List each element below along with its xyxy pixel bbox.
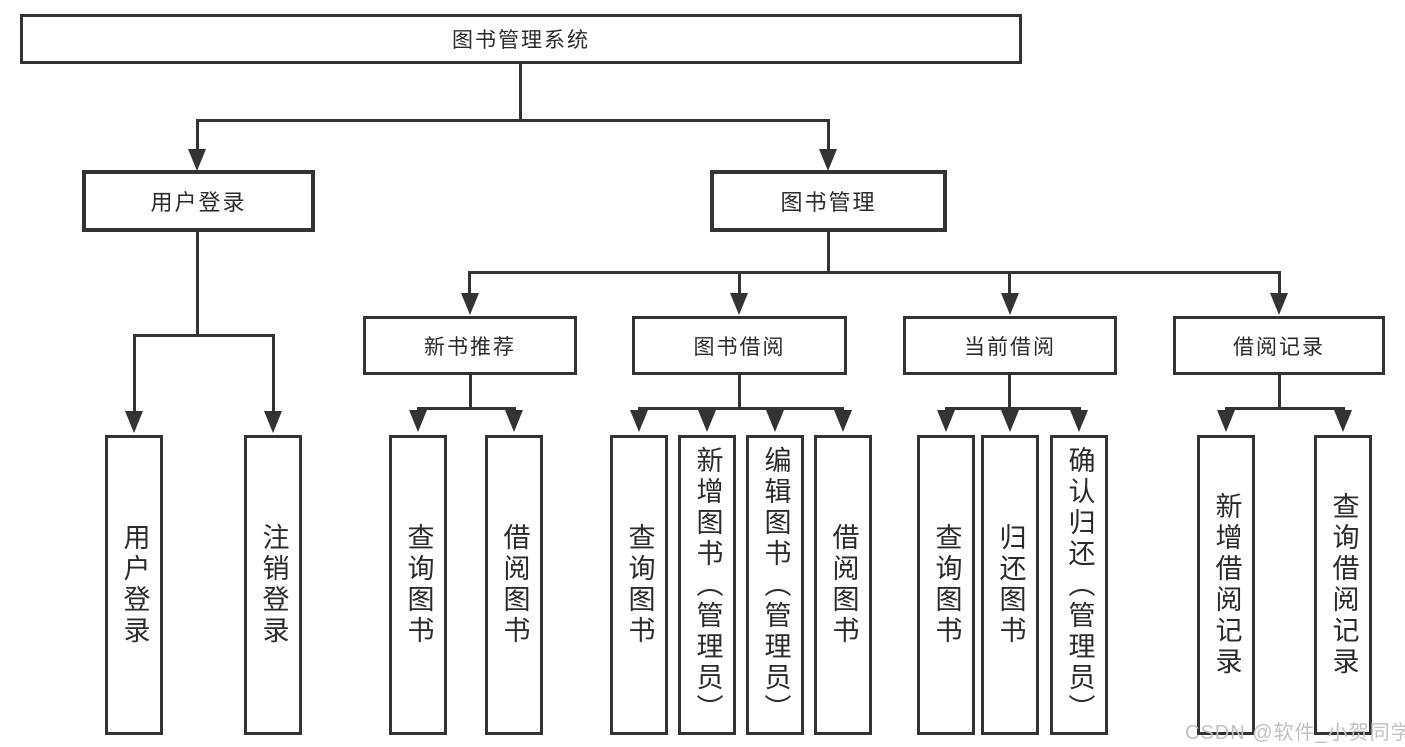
- connector-line: [1278, 271, 1281, 295]
- node-cb-return-books: 归还图书: [981, 435, 1039, 735]
- node-user-login-label: 用户登录: [119, 523, 150, 647]
- node-nbr-borrow-books: 借阅图书: [485, 435, 543, 735]
- node-cb-query-books-label: 查询图书: [931, 523, 962, 647]
- node-bb-add-books-label: 新增图书（管理员）: [692, 445, 723, 725]
- node-logout-login-label: 注销登录: [258, 523, 289, 647]
- arrow-down-icon: [264, 411, 282, 433]
- connector-line: [827, 119, 830, 151]
- node-br-query-record-label: 查询借阅记录: [1328, 492, 1359, 678]
- node-nbr-borrow-books-label: 借阅图书: [499, 523, 530, 647]
- arrow-down-icon: [1217, 410, 1235, 432]
- arrow-down-icon: [409, 410, 427, 432]
- node-bb-query-books: 查询图书: [610, 435, 668, 735]
- node-root-label: 图书管理系统: [452, 29, 590, 52]
- connector-line: [1008, 271, 1011, 295]
- node-br-add-record-label: 新增借阅记录: [1211, 492, 1242, 678]
- connector-line: [469, 375, 472, 409]
- node-user-login-group-label: 用户登录: [150, 190, 247, 215]
- node-book-borrowing-label: 图书借阅: [693, 335, 786, 359]
- connector-line: [468, 271, 471, 295]
- node-cb-confirm-return-label: 确认归还（管理员）: [1064, 445, 1095, 725]
- node-cb-confirm-return: 确认归还（管理员）: [1050, 435, 1108, 735]
- arrow-down-icon: [819, 149, 837, 171]
- connector-line: [827, 232, 830, 274]
- connector-line: [1008, 375, 1011, 409]
- arrow-down-icon: [766, 410, 784, 432]
- connector-line: [638, 407, 844, 410]
- arrow-down-icon: [1270, 293, 1288, 315]
- node-logout-login: 注销登录: [244, 435, 302, 735]
- connector-line: [196, 119, 830, 122]
- node-current-borrowing: 当前借阅: [903, 316, 1117, 375]
- arrow-down-icon: [1070, 410, 1088, 432]
- node-borrowing-records-label: 借阅记录: [1233, 335, 1325, 359]
- node-user-login: 用户登录: [105, 435, 163, 735]
- arrow-down-icon: [698, 410, 716, 432]
- node-nbr-query-books-label: 查询图书: [403, 523, 434, 647]
- node-root: 图书管理系统: [20, 14, 1022, 64]
- node-bb-edit-books: 编辑图书（管理员）: [746, 435, 804, 735]
- node-book-borrowing: 图书借阅: [632, 316, 847, 375]
- connector-line: [738, 375, 741, 409]
- node-br-add-record: 新增借阅记录: [1197, 435, 1255, 735]
- arrow-down-icon: [834, 410, 852, 432]
- arrow-down-icon: [630, 410, 648, 432]
- node-cb-return-books-label: 归还图书: [995, 523, 1026, 647]
- connector-line: [469, 271, 1281, 274]
- node-bb-borrow-books-label: 借阅图书: [828, 523, 859, 647]
- arrow-down-icon: [1334, 410, 1352, 432]
- node-bb-add-books: 新增图书（管理员）: [678, 435, 736, 735]
- arrow-down-icon: [1001, 410, 1019, 432]
- connector-line: [133, 334, 136, 412]
- node-bb-edit-books-label: 编辑图书（管理员）: [760, 445, 791, 725]
- arrow-down-icon: [125, 411, 143, 433]
- connector-line: [1278, 375, 1281, 409]
- node-book-management: 图书管理: [710, 170, 947, 232]
- connector-line: [945, 407, 1081, 410]
- csdn-watermark: CSDN @软件_小贺同学: [1185, 722, 1405, 744]
- arrow-down-icon: [505, 410, 523, 432]
- arrow-down-icon: [1001, 293, 1019, 315]
- node-bb-query-books-label: 查询图书: [624, 523, 655, 647]
- node-current-borrowing-label: 当前借阅: [964, 335, 1056, 359]
- node-new-book-rec: 新书推荐: [363, 316, 577, 375]
- connector-line: [133, 334, 275, 337]
- arrow-down-icon: [461, 293, 479, 315]
- connector-line: [417, 407, 516, 410]
- node-new-book-rec-label: 新书推荐: [424, 335, 516, 359]
- node-br-query-record: 查询借阅记录: [1314, 435, 1372, 735]
- connector-line: [196, 232, 199, 336]
- arrow-down-icon: [937, 410, 955, 432]
- node-nbr-query-books: 查询图书: [389, 435, 447, 735]
- node-book-management-label: 图书管理: [780, 190, 877, 215]
- node-borrowing-records: 借阅记录: [1173, 316, 1385, 375]
- connector-line: [519, 64, 522, 121]
- connector-line: [738, 271, 741, 295]
- connector-line: [196, 119, 199, 151]
- arrow-down-icon: [188, 149, 206, 171]
- node-bb-borrow-books: 借阅图书: [814, 435, 872, 735]
- arrow-down-icon: [730, 293, 748, 315]
- connector-line: [272, 334, 275, 412]
- node-user-login-group: 用户登录: [82, 170, 315, 232]
- connector-line: [1225, 407, 1345, 410]
- node-cb-query-books: 查询图书: [917, 435, 975, 735]
